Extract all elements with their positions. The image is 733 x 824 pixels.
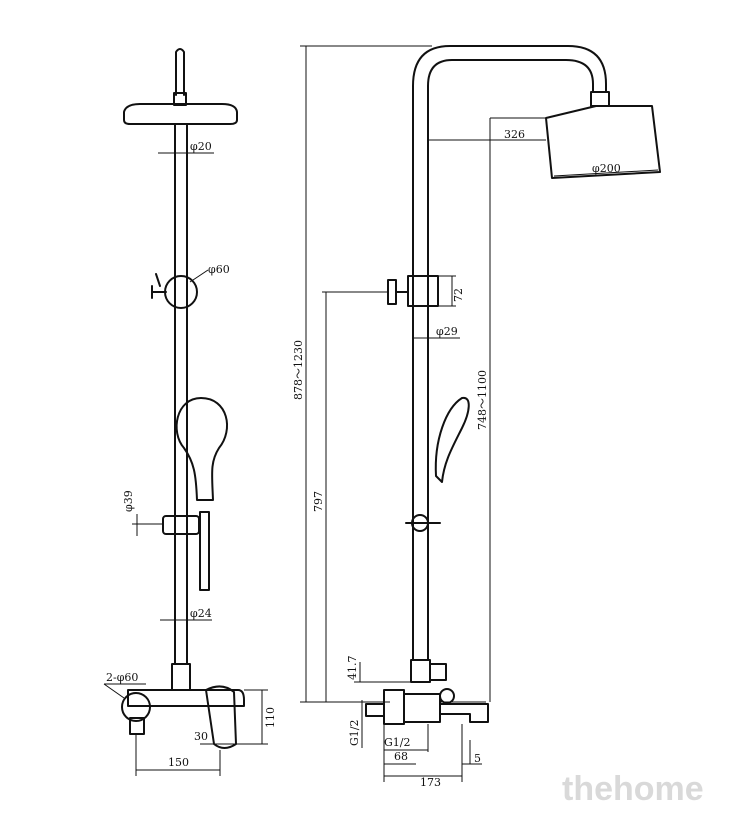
front-left-inlet [129,717,145,735]
front-phi20-label: φ20 [190,140,212,153]
front-riser-base [171,663,191,691]
side-phi200-label: φ200 [592,162,621,175]
front-hand-shower [175,397,228,501]
front-phi60-label: φ60 [208,263,230,276]
side-diverter [429,663,447,681]
watermark-logo: thehome [562,770,704,808]
side-shower-head [545,105,661,179]
side-797-label: 797 [312,491,325,512]
front-flange-label: 2-φ60 [106,671,138,684]
side-total-label: 878～1230 [292,340,305,400]
front-slider-holder [162,515,200,535]
side-head-connector [590,91,610,107]
front-phi39-label: φ39 [122,490,135,512]
front-110-label: 110 [264,707,277,728]
side-72-label: 72 [452,288,465,302]
front-left-flange [121,692,151,722]
side-hand-shower [434,396,470,483]
front-top-pipe [175,48,185,96]
front-bracket-knob [151,273,167,299]
side-lower-sleeve [410,659,431,683]
side-arm-inner [427,59,594,93]
front-phi24-label: φ24 [190,607,212,620]
front-flange-leader2 [103,683,125,699]
front-hand-handle [199,511,210,591]
side-view: 878～1230 326 φ200 72 φ29 797 748～1100 41… [292,45,661,789]
side-inlet [365,703,385,717]
front-view: φ20 φ60 φ39 φ24 2-φ60 30 110 150 [103,48,277,776]
side-173-label: 173 [420,776,441,789]
side-spout [439,703,489,723]
side-g12-horiz-label: G1/2 [384,736,411,749]
side-41-label: 41.7 [346,656,359,681]
side-bracket-knob [387,279,409,305]
front-30-label: 30 [194,730,208,743]
front-phi60-leader [189,269,209,283]
side-5-label: 5 [474,752,481,765]
front-mixer-body [127,689,245,707]
side-arm-outer [412,45,607,93]
side-mixer-body [383,689,405,725]
side-748-label: 748～1100 [476,370,489,430]
front-right-valve [205,685,237,749]
side-g12-vert-label: G1/2 [348,720,361,747]
front-150-label: 150 [168,756,189,769]
side-68-label: 68 [394,750,408,763]
side-phi200-dimline [553,169,659,177]
front-shower-head [123,103,238,125]
side-handle [439,688,455,704]
side-mixer-center [403,693,441,723]
side-326-label: 326 [504,128,525,141]
side-phi29-label: φ29 [436,325,458,338]
